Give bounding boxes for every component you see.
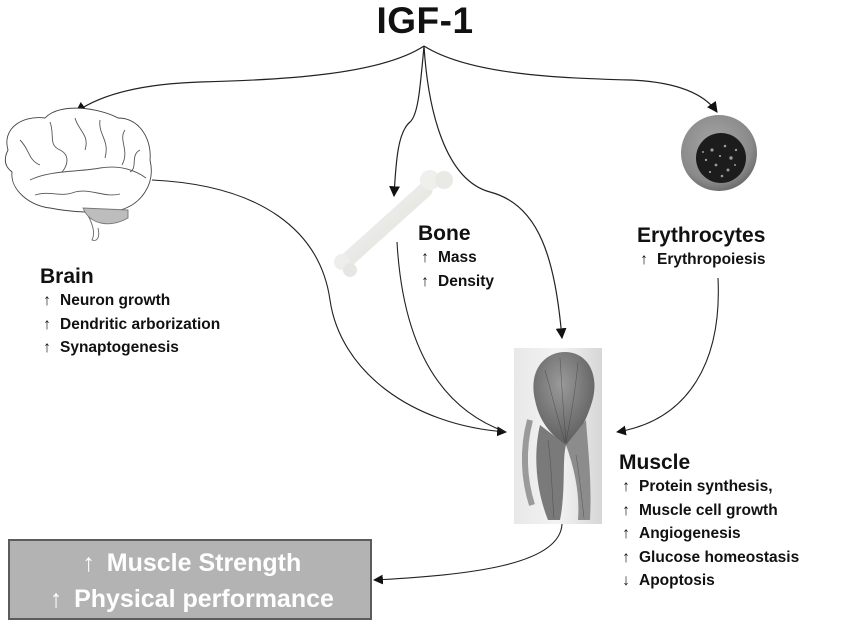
arrow-up-icon: ↑ bbox=[622, 548, 630, 566]
brain-effect: ↑Dendritic arborization bbox=[40, 313, 220, 337]
arrow-up-icon: ↑ bbox=[421, 272, 429, 290]
erythrocytes-node: Erythrocytes ↑Erythropoiesis bbox=[637, 224, 766, 272]
arrow-up-icon: ↑ bbox=[49, 585, 63, 613]
muscle-effect: ↑Angiogenesis bbox=[619, 522, 799, 546]
outcome-line: ↑Muscle Strength bbox=[10, 545, 370, 581]
muscle-illustration bbox=[514, 348, 602, 524]
arrow-up-icon: ↑ bbox=[640, 251, 648, 268]
arrow-up-icon: ↑ bbox=[622, 501, 630, 519]
arrow-up-icon: ↑ bbox=[43, 315, 51, 333]
bone-node: Bone ↑Mass ↑Density bbox=[418, 222, 494, 293]
arrow-up-icon: ↑ bbox=[421, 249, 429, 266]
muscle-heading: Muscle bbox=[619, 451, 691, 474]
arrow-bone-to-muscle bbox=[396, 241, 507, 433]
erythrocytes-heading: Erythrocytes bbox=[637, 224, 766, 247]
igf1-title: IGF-1 bbox=[376, 0, 474, 41]
arrow-muscle-to-outcome bbox=[373, 523, 563, 585]
arrow-up-icon: ↑ bbox=[622, 478, 630, 495]
outcome-box: ↑Muscle Strength ↑Physical performance bbox=[8, 539, 372, 620]
erythrocytes-effect: ↑Erythropoiesis bbox=[637, 248, 765, 272]
bone-heading: Bone bbox=[418, 222, 471, 245]
arrow-igf1-to-muscle bbox=[423, 45, 567, 340]
arrow-down-icon: ↓ bbox=[622, 572, 630, 589]
brain-effect: ↑Neuron growth bbox=[40, 289, 220, 313]
erythrocyte-illustration bbox=[681, 115, 757, 191]
arrow-up-icon: ↑ bbox=[43, 292, 51, 309]
brain-node: Brain ↑Neuron growth ↑Dendritic arboriza… bbox=[40, 265, 220, 360]
muscle-effect: ↑Glucose homeostasis bbox=[619, 546, 799, 570]
muscle-node: Muscle ↑Protein synthesis, ↑Muscle cell … bbox=[619, 451, 799, 593]
brain-illustration bbox=[4, 107, 152, 241]
muscle-effect: ↑Muscle cell growth bbox=[619, 499, 799, 523]
arrow-igf1-to-erythrocytes bbox=[423, 45, 718, 113]
bone-effect: ↑Mass bbox=[418, 246, 494, 270]
bone-effect: ↑Density bbox=[418, 270, 494, 294]
arrow-igf1-to-bone bbox=[389, 45, 425, 198]
arrow-igf1-to-brain bbox=[75, 45, 425, 113]
arrow-erythrocytes-to-muscle bbox=[616, 277, 719, 436]
arrow-up-icon: ↑ bbox=[82, 549, 96, 577]
muscle-effect: ↑Protein synthesis, bbox=[619, 475, 799, 499]
outcome-line: ↑Physical performance bbox=[10, 581, 370, 617]
brain-heading: Brain bbox=[40, 265, 94, 288]
brain-effect: ↑Synaptogenesis bbox=[40, 336, 220, 360]
arrow-brain-to-muscle bbox=[151, 179, 507, 437]
arrow-up-icon: ↑ bbox=[43, 339, 51, 356]
muscle-effect: ↓Apoptosis bbox=[619, 569, 799, 593]
bone-illustration bbox=[334, 170, 453, 277]
arrow-up-icon: ↑ bbox=[622, 525, 630, 542]
